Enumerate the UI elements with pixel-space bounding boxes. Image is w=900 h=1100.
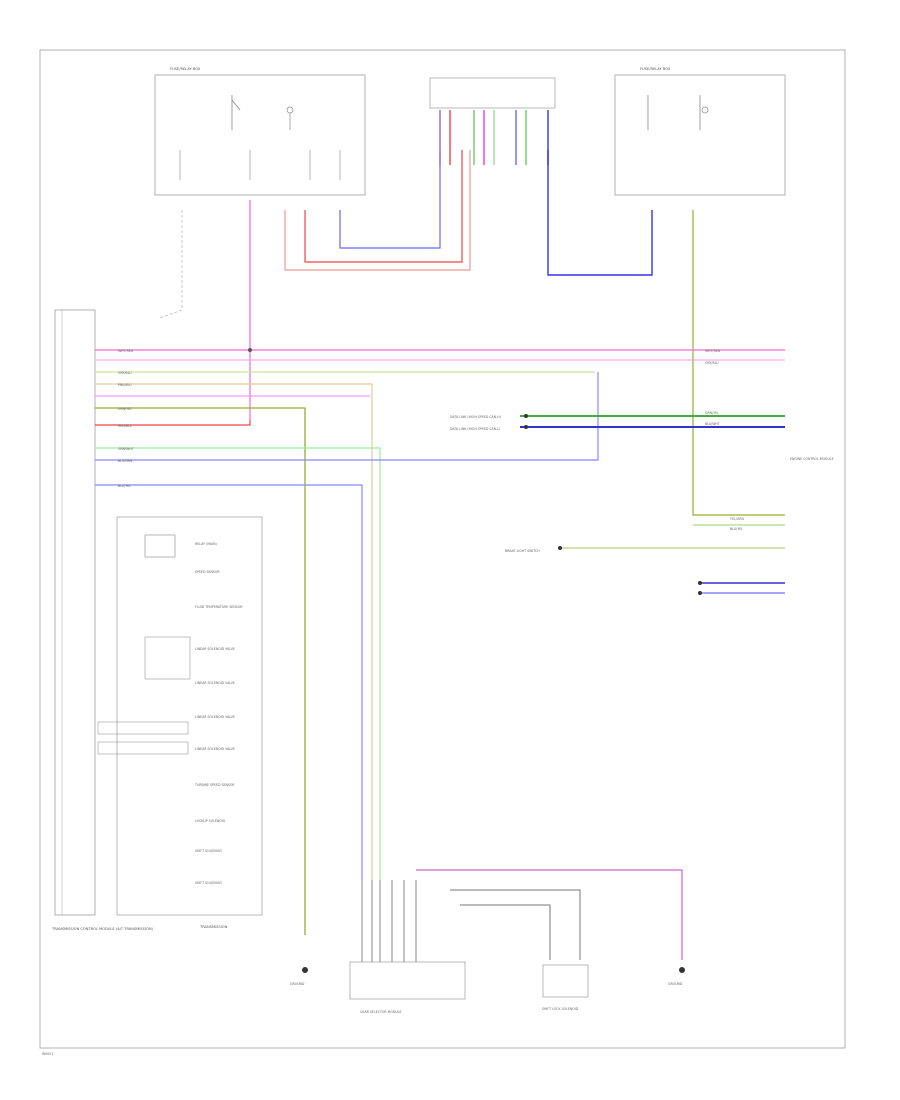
pin-label-6: BLU/GRN [118,459,133,463]
ground-left-label: GROUND [290,982,305,986]
fuse-relay-box-left: FUSE/RELAY BOX [154,67,366,196]
pin-label-5: GRN/WHT [118,447,134,451]
top-wires [159,110,785,516]
module-label-1: SPEED SENSOR [195,570,220,574]
pin-label-2: PNK/BLU [118,383,132,387]
pin-label-7: BLU/YEL [118,484,131,488]
bus-wires: DATA LINK (HIGH SPEED CAN-H) DATA LINK (… [95,349,834,935]
module-label-10: SHIFT SOLENOID [195,881,222,885]
fuse-relay-box-right: FUSE/RELAY BOX [614,67,786,196]
ground-left: GROUND [290,967,308,986]
shift-lock-solenoid: SHIFT LOCK SOLENOID [542,964,589,1011]
fuse-box-right-label: FUSE/RELAY BOX [640,67,671,71]
connector-dots [248,348,702,595]
shift-lock-label: SHIFT LOCK SOLENOID [542,1007,579,1011]
module-label-6: LINEAR SOLENOID VALVE [195,747,235,751]
module-label-9: SHIFT SOLENOID [195,849,222,853]
pin-label-4: RED/BLK [118,424,133,428]
transmission-components: TRANSMISSION RELAY (MAIN) SPEED SENSOR F… [97,516,263,929]
module-label-2: FLUID TEMPERATURE SENSOR [195,605,243,609]
can-low-label: DATA LINK (HIGH SPEED CAN-L) [450,427,500,431]
fuse-box-left-label: FUSE/RELAY BOX [170,67,201,71]
ground-right-label: GROUND [668,982,683,986]
module-label-8: LOCKUP SOLENOID [195,819,226,823]
diagram-frame [39,49,846,1049]
pin-label-0: WHT/RED [118,349,134,353]
brake-switch-label: BRAKE LIGHT SWITCH [505,549,540,553]
wire-tags: WHT/RED GRY/BLU GRN/YEL BLU/WHT YEL/GRN … [705,349,744,531]
tcm-pin-labels: WHT/RED GRY/BLU PNK/BLU GRN/YEL RED/BLK … [118,349,134,488]
ecm-label: ENGINE CONTROL MODULE [790,457,834,461]
pin-label-1: GRY/BLU [118,371,132,375]
can-high-label: DATA LINK (HIGH SPEED CAN-H) [450,415,501,419]
ground-right: GROUND [668,967,685,986]
wire-tag-5: BLU/YEL [730,527,743,531]
wire-tag-4: YEL/GRN [730,517,744,521]
transmission-label: TRANSMISSION [199,925,228,929]
module-label-4: LINEAR SOLENOID VALVE [195,681,235,685]
module-label-7: TURBINE SPEED SENSOR [194,783,235,787]
pin-label-3: GRN/YEL [118,407,132,411]
gear-selector-module: GEAR SELECTOR MODULE [349,869,683,1014]
tcm-block: TRANSMISSION CONTROL MODULE (A/T TRANSMI… [51,309,154,931]
corner-code: W0001 [42,1052,53,1056]
wire-tag-1: GRY/BLU [705,361,719,365]
module-label-3: LINEAR SOLENOID VALVE [195,647,235,651]
wire-tag-2: GRN/YEL [705,411,719,415]
module-label-0: RELAY (MAIN) [195,542,217,546]
wire-tag-3: BLU/WHT [705,422,720,426]
junction-connector-top [429,77,556,109]
gear-selector-label: GEAR SELECTOR MODULE [360,1010,401,1014]
wire-tag-0: WHT/RED [705,349,721,353]
tcm-label: TRANSMISSION CONTROL MODULE (A/T TRANSMI… [51,927,154,931]
module-label-5: LINEAR SOLENOID VALVE [195,715,235,719]
